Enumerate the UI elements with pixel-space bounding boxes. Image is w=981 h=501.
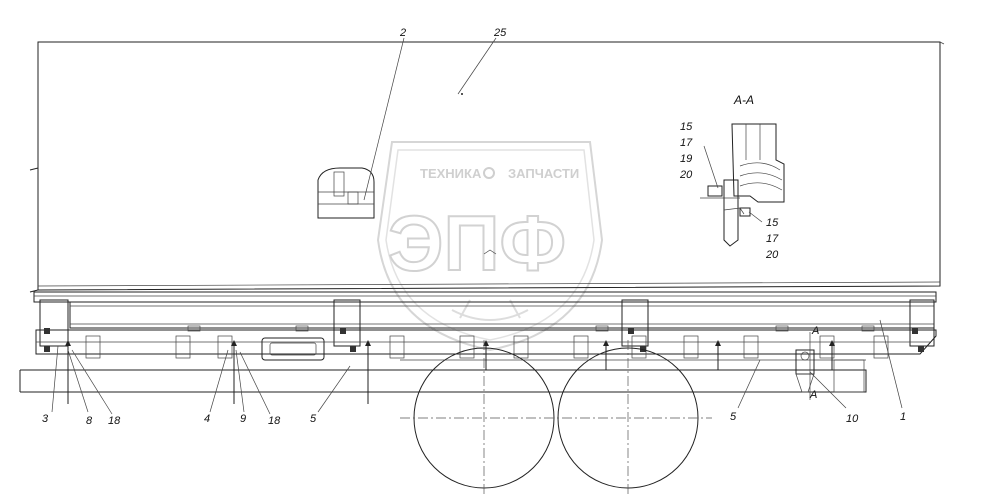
section-detail-a-a: А-А (700, 93, 785, 247)
callout-8: 8 (86, 415, 93, 427)
callout-5-left: 5 (310, 413, 317, 425)
callout-9: 9 (240, 413, 246, 425)
callout-3: 3 (42, 413, 49, 425)
rear-bracket (795, 332, 865, 400)
section-mark-a-top: А (811, 325, 819, 337)
section-callout-17-lower: 17 (766, 233, 779, 245)
watermark-text-right: ЗАПЧАСТИ (508, 166, 579, 181)
section-callout-17-upper: 17 (680, 137, 693, 149)
section-label: А-А (733, 93, 754, 107)
section-mark-a-bottom: А (809, 389, 817, 401)
gear-icon (483, 167, 495, 179)
section-callout-19-upper: 19 (680, 153, 692, 165)
section-callout-20-upper: 20 (679, 169, 693, 181)
section-callout-15-lower: 15 (766, 217, 779, 229)
tool-box (261, 337, 325, 361)
mounting-bolts (65, 340, 835, 404)
cargo-body-outline (29, 41, 945, 293)
callout-10: 10 (846, 413, 859, 425)
watermark-text-left: ТЕХНИКА (420, 166, 482, 181)
watermark-big-text: ЭПФ (388, 199, 566, 287)
hinge-hardware (44, 325, 924, 352)
section-callout-20-lower: 20 (765, 249, 779, 261)
callout-5-right: 5 (730, 411, 737, 423)
cross-beams (85, 335, 889, 359)
watermark-logo: ТЕХНИКА ЗАПЧАСТИ ЭПФ (376, 141, 604, 352)
callout-25: 25 (493, 27, 507, 39)
side-window-detail (317, 167, 375, 219)
section-callout-15-upper: 15 (680, 121, 693, 133)
callout-2: 2 (399, 27, 406, 39)
platform-frame (19, 329, 937, 393)
side-boards (33, 291, 937, 329)
callout-1: 1 (900, 411, 906, 423)
callout-labels: 2 25 3 8 18 4 9 18 5 5 10 1 15 17 19 20 … (42, 27, 906, 427)
rear-wheels (400, 340, 712, 496)
callout-18-left: 18 (108, 415, 121, 427)
callout-18-right: 18 (268, 415, 281, 427)
board-stakes (39, 299, 935, 347)
callout-4: 4 (204, 413, 210, 425)
leader-lines (51, 37, 903, 415)
